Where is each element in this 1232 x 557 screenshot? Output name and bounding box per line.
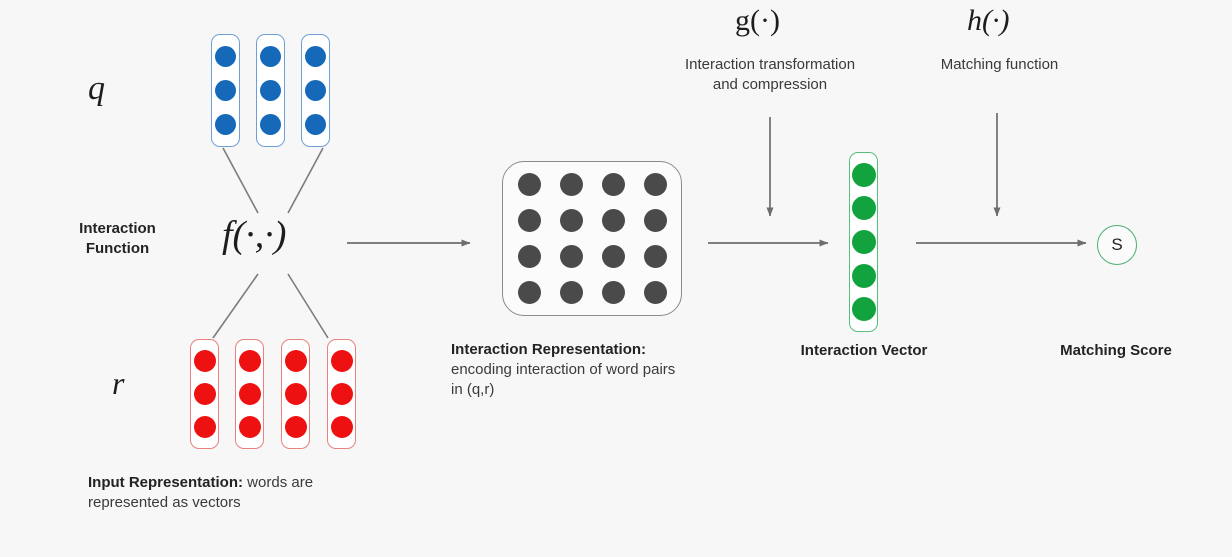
query-vector-2 (256, 34, 285, 147)
interaction-function-label-line1: Interaction (79, 220, 156, 237)
matrix-dot (601, 244, 625, 268)
h-function-description: Matching function (907, 55, 1092, 75)
interaction-function-symbol: f(·,·) (222, 214, 287, 256)
query-dot (215, 114, 236, 136)
input-representation-caption-rest: words are (243, 474, 314, 491)
matrix-dot (517, 209, 541, 233)
interaction-function-label: Interaction Function (55, 219, 180, 259)
query-dot (305, 114, 326, 136)
document-dot (284, 416, 307, 439)
g-function-description: Interaction transformation and compressi… (650, 55, 890, 95)
query-dot (215, 45, 236, 67)
input-representation-caption: Input Representation: words are represen… (88, 473, 428, 513)
document-dot (238, 416, 261, 439)
document-vector-4 (327, 339, 356, 449)
interaction-vector-dot (851, 297, 876, 322)
g-function-description-line2: and compression (712, 75, 828, 93)
matrix-dot (643, 209, 667, 233)
query-dot (260, 79, 281, 101)
interaction-vector (849, 152, 878, 332)
h-function-description-line1: Matching function (940, 56, 1059, 73)
document-dot (193, 349, 216, 372)
query-dot (260, 114, 281, 136)
edge-q-left-to-f (222, 147, 259, 214)
matrix-dot (559, 244, 583, 268)
matrix-dot (559, 280, 583, 304)
interaction-representation-matrix (502, 161, 682, 316)
interaction-representation-caption-bold: Interaction Representation: (451, 341, 647, 358)
interaction-vector-dot (851, 229, 876, 254)
input-representation-caption-bold: Input Representation: (88, 474, 244, 491)
h-function-symbol: h(·) (967, 4, 1010, 37)
document-dot (330, 382, 353, 405)
input-representation-caption-line2: represented as vectors (88, 493, 241, 511)
document-dot (330, 349, 353, 372)
document-symbol: r (112, 365, 125, 401)
document-dot (238, 382, 261, 405)
edge-r-right-to-f (287, 273, 329, 339)
matrix-dot (517, 280, 541, 304)
matrix-dot (517, 173, 541, 197)
document-dot (193, 382, 216, 405)
matrix-dot (643, 173, 667, 197)
query-symbol: q (88, 70, 105, 107)
matrix-dot (601, 209, 625, 233)
matrix-dot (601, 280, 625, 304)
document-dot (284, 349, 307, 372)
matrix-dot (559, 209, 583, 233)
matching-score-caption: Matching Score (1060, 342, 1172, 359)
interaction-vector-dot (851, 263, 876, 288)
interaction-function-label-line2: Function (85, 239, 150, 257)
interaction-vector-dot (851, 162, 876, 187)
matching-score-symbol: S (1111, 235, 1123, 254)
document-vector-1 (190, 339, 219, 449)
query-dot (305, 45, 326, 67)
matching-score-circle: S (1097, 225, 1137, 265)
matrix-dot (559, 173, 583, 197)
interaction-representation-caption: Interaction Representation: encoding int… (451, 340, 751, 399)
interaction-vector-dot (851, 196, 876, 221)
query-dot (260, 45, 281, 67)
document-vector-3 (281, 339, 310, 449)
document-dot (238, 349, 261, 372)
interaction-representation-caption-line3: in (q,r) (451, 380, 495, 398)
g-function-description-line1: Interaction transformation (684, 56, 856, 73)
query-dot (305, 79, 326, 101)
matrix-dot (643, 280, 667, 304)
document-dot (284, 382, 307, 405)
interaction-representation-caption-line2: encoding interaction of word pairs (451, 360, 676, 378)
query-vector-3 (301, 34, 330, 147)
edge-r-left-to-f (212, 273, 259, 339)
edge-q-right-to-f (287, 147, 324, 214)
document-vector-2 (235, 339, 264, 449)
matrix-dot (601, 173, 625, 197)
query-vector-1 (211, 34, 240, 147)
query-dot (215, 79, 236, 101)
document-dot (330, 416, 353, 439)
matrix-dot (643, 244, 667, 268)
matrix-dot (517, 244, 541, 268)
g-function-symbol: g(·) (735, 4, 780, 37)
interaction-vector-caption: Interaction Vector (800, 342, 928, 359)
document-dot (193, 416, 216, 439)
